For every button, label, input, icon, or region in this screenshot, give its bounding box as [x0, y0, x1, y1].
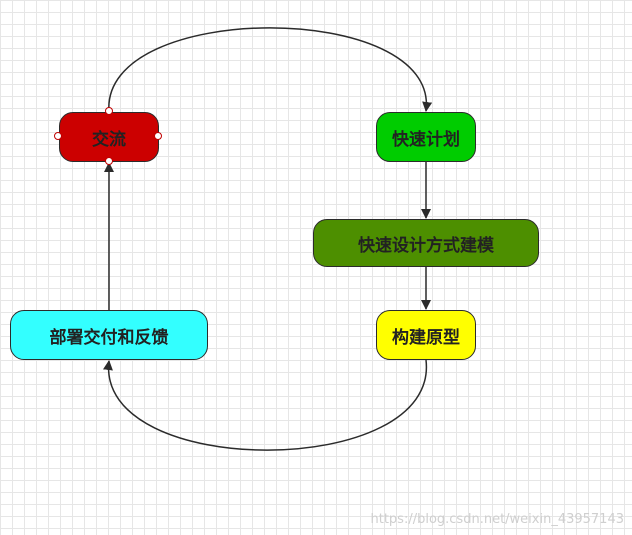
node-rapid-plan-label: 快速计划: [392, 129, 460, 150]
selection-handle-bottom[interactable]: [105, 157, 113, 165]
node-rapid-design-modeling[interactable]: 快速设计方式建模: [313, 219, 539, 267]
edge-exchange-to-plan: [108, 27, 433, 113]
node-rapid-design-modeling-label: 快速设计方式建模: [358, 235, 494, 256]
node-exchange[interactable]: 交流: [59, 112, 159, 162]
node-build-prototype[interactable]: 构建原型: [376, 310, 476, 360]
node-deploy-deliver-feedback[interactable]: 部署交付和反馈: [10, 310, 208, 360]
selection-handle-top[interactable]: [105, 107, 113, 115]
node-deploy-deliver-feedback-label: 部署交付和反馈: [49, 327, 169, 348]
selection-handle-right[interactable]: [154, 132, 162, 140]
node-exchange-label: 交流: [92, 129, 126, 150]
node-build-prototype-label: 构建原型: [392, 327, 460, 348]
node-rapid-plan[interactable]: 快速计划: [376, 112, 476, 162]
selection-handle-left[interactable]: [54, 132, 62, 140]
watermark-text: https://blog.csdn.net/weixin_43957143: [370, 512, 624, 527]
edge-prototype-to-deploy: [103, 359, 427, 451]
